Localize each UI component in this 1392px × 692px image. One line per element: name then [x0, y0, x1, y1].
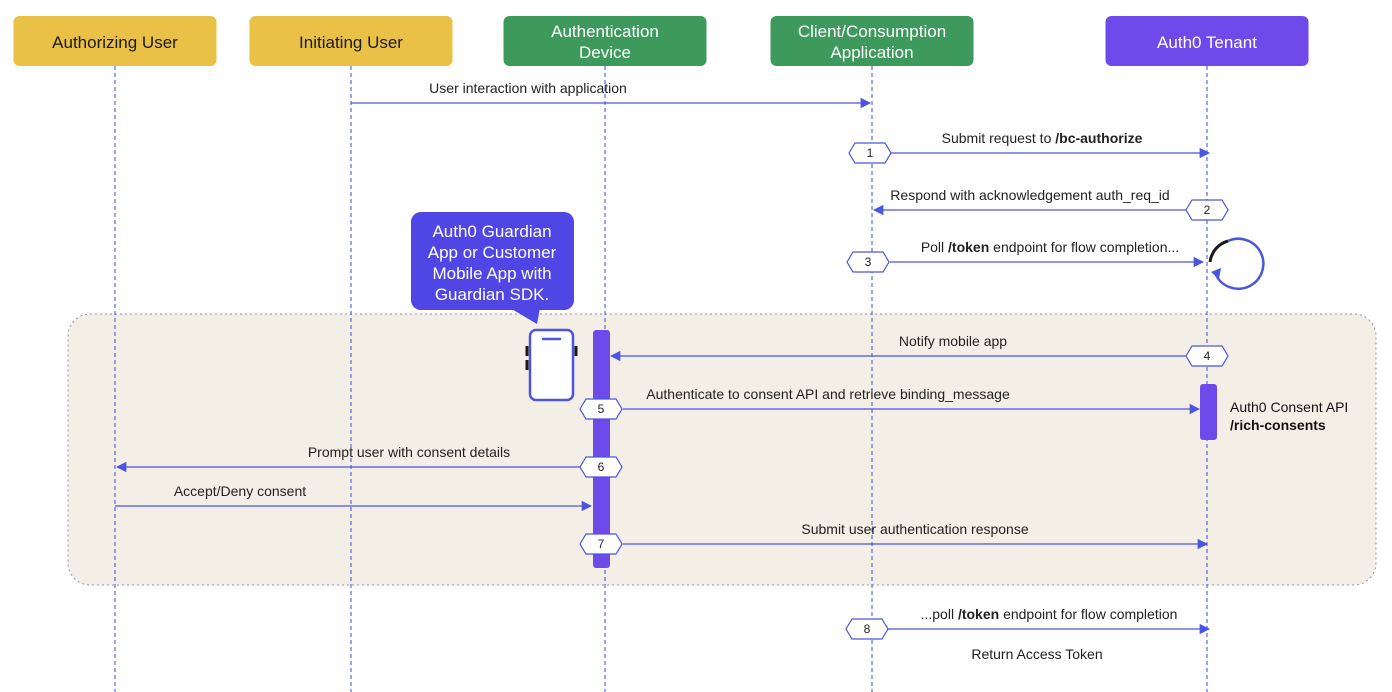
- message-1: User interaction with application: [351, 80, 872, 109]
- message-label: Prompt user with consent details: [308, 444, 510, 460]
- callout-text-line: Auth0 Guardian: [432, 222, 551, 241]
- actor-label: Client/Consumption: [798, 22, 946, 41]
- message-label: ...poll /token endpoint for flow complet…: [921, 606, 1178, 622]
- mobile-phone-icon: [525, 328, 578, 402]
- message-label: Return Access Token: [971, 646, 1102, 662]
- messages: User interaction with applicationSubmit …: [115, 80, 1229, 662]
- actor-label: Authentication: [551, 22, 659, 41]
- message-3: Respond with acknowledgement auth_req_id…: [872, 187, 1229, 221]
- auth-device-activation-bar: [593, 330, 610, 568]
- consent-api-activation-bar: [1200, 384, 1217, 440]
- step-number-badge: [845, 618, 889, 640]
- step-number-badge: [1185, 345, 1229, 367]
- step-number: 3: [865, 255, 872, 269]
- message-9: Submit user authentication response 7: [579, 521, 1209, 555]
- message-5: Notify mobile app 4: [609, 333, 1229, 367]
- message-10: ...poll /token endpoint for flow complet…: [845, 606, 1211, 640]
- step-number: 1: [867, 146, 874, 160]
- step-number: 4: [1204, 349, 1211, 363]
- message-7: Prompt user with consent details 6: [115, 444, 623, 478]
- consent-api-path: /rich-consents: [1230, 417, 1326, 433]
- actor-label: Application: [830, 43, 913, 62]
- callout-text-line: Mobile App with: [432, 264, 551, 283]
- actor-auth0-tenant: Auth0 Tenant: [1105, 16, 1309, 66]
- step-number-badge: [1185, 199, 1229, 221]
- step-number-badge: [848, 142, 892, 164]
- actor-initiating-user: Initiating User: [249, 16, 453, 66]
- callout-text-line: Guardian SDK.: [435, 285, 549, 304]
- step-number-badge: [579, 456, 623, 478]
- actor-label: Auth0 Tenant: [1157, 33, 1257, 52]
- step-number: 5: [598, 402, 605, 416]
- message-2: Submit request to /bc-authorize 1: [848, 130, 1211, 164]
- consent-api-name: Auth0 Consent API: [1230, 399, 1348, 415]
- lifelines: [114, 66, 1208, 692]
- callout-text-line: App or Customer: [428, 243, 557, 262]
- step-number-badge: [579, 533, 623, 555]
- message-label: Poll /token endpoint for flow completion…: [921, 239, 1179, 255]
- actor-label: Authorizing User: [52, 33, 178, 52]
- step-number-badge: [846, 251, 890, 273]
- actor-authorizing-user: Authorizing User: [13, 16, 217, 66]
- refresh-icon: [1208, 237, 1265, 291]
- step-number: 2: [1204, 203, 1211, 217]
- actors: Authorizing User Initiating User Authentic…: [13, 16, 1309, 66]
- message-label: Respond with acknowledgement auth_req_id: [890, 187, 1169, 203]
- message-label: Submit user authentication response: [801, 521, 1028, 537]
- actor-label: Initiating User: [299, 33, 403, 52]
- message-8: Accept/Deny consent: [115, 483, 593, 512]
- consent-region: [67, 313, 1377, 586]
- step-number: 7: [598, 537, 605, 551]
- message-label: Notify mobile app: [899, 333, 1007, 349]
- message-label: User interaction with application: [429, 80, 627, 96]
- actor-label: Device: [579, 43, 631, 62]
- message-label: Authenticate to consent API and retrieve…: [646, 386, 1010, 402]
- message-label: Accept/Deny consent: [174, 483, 306, 499]
- step-number: 6: [598, 460, 605, 474]
- message-6: Authenticate to consent API and retrieve…: [579, 386, 1201, 420]
- message-4: Poll /token endpoint for flow completion…: [846, 239, 1205, 273]
- step-number-badge: [579, 398, 623, 420]
- step-number: 8: [864, 622, 871, 636]
- message-label: Submit request to /bc-authorize: [942, 130, 1143, 146]
- message-11: Return Access Token: [971, 646, 1102, 662]
